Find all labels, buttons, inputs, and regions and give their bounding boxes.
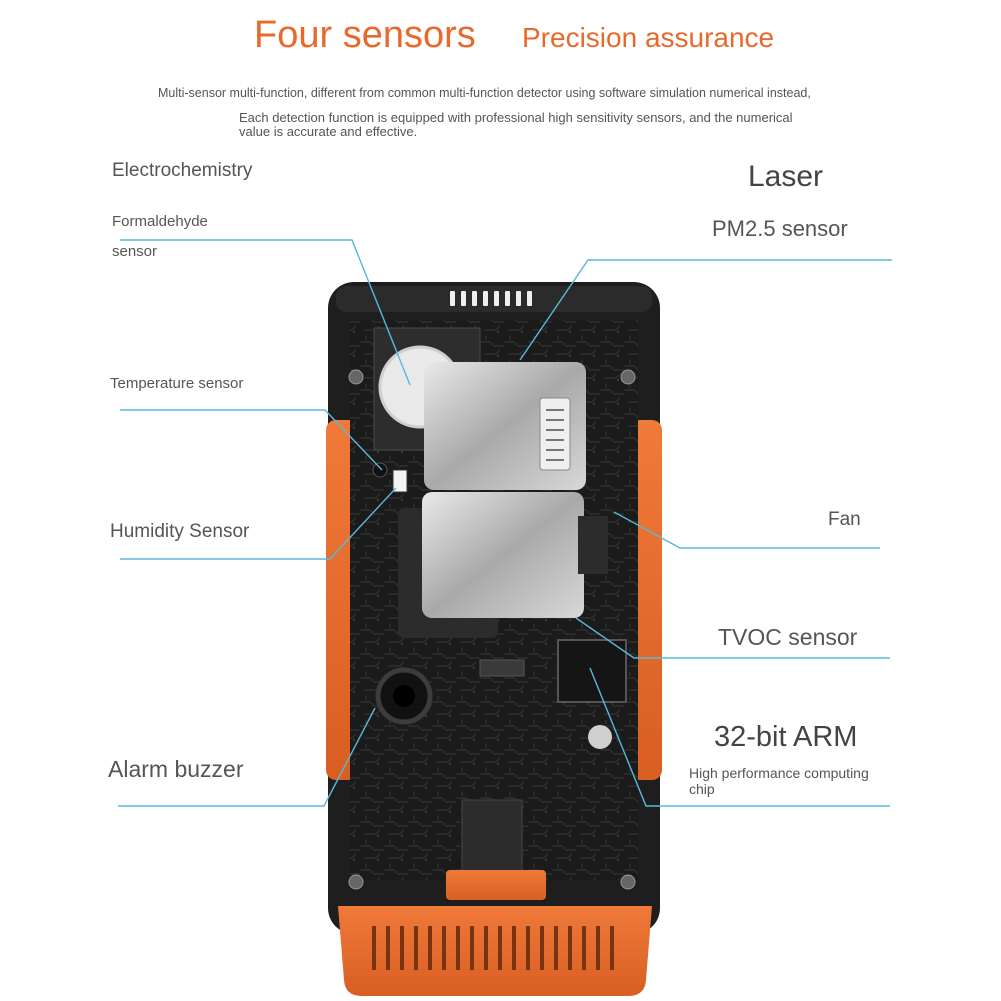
- label-temperature: Temperature sensor: [110, 375, 244, 392]
- top-vent: [450, 291, 532, 306]
- label-arm: 32-bit ARM: [714, 721, 858, 753]
- intro-text-line2: Each detection function is equipped with…: [239, 110, 793, 139]
- fan-module-cover: [422, 492, 584, 618]
- ribbon-connector: [479, 659, 525, 677]
- label-electrochemistry: Electrochemistry: [112, 160, 253, 181]
- leader-pm25: [519, 259, 892, 361]
- leader-lines: [118, 239, 892, 807]
- leader-fan: [613, 511, 880, 549]
- page-title: Four sensors: [254, 14, 476, 56]
- label-arm-desc-2: chip: [689, 781, 715, 797]
- leader-tvoc: [575, 617, 890, 659]
- leader-formaldehyde: [120, 239, 411, 386]
- base: [338, 906, 652, 996]
- arm-chip: [557, 639, 627, 703]
- tvoc-component: [588, 725, 612, 749]
- label-alarm: Alarm buzzer: [108, 756, 244, 782]
- label-fan: Fan: [828, 509, 861, 530]
- label-formaldehyde-sensor: sensor: [112, 243, 158, 260]
- label-pm25: PM2.5 sensor: [712, 216, 848, 241]
- intro-text-line1: Multi-sensor multi-function, different f…: [158, 86, 811, 100]
- label-laser: Laser: [748, 160, 824, 193]
- temperature-sensor-chip: [372, 462, 388, 478]
- base-top: [446, 870, 546, 900]
- leader-humidity: [120, 487, 397, 560]
- bottom-chip: [461, 799, 523, 875]
- label-humidity: Humidity Sensor: [110, 521, 250, 542]
- leader-temperature: [120, 409, 383, 471]
- screws: [348, 369, 636, 890]
- humidity-sensor-chip: [392, 469, 408, 493]
- label-arm-desc-1: High performance computing: [689, 765, 869, 781]
- page-subtitle: Precision assurance: [522, 22, 775, 53]
- leader-arm: [589, 667, 890, 807]
- label-formaldehyde: Formaldehyde: [112, 213, 208, 230]
- leader-alarm: [118, 707, 376, 807]
- label-tvoc: TVOC sensor: [718, 624, 858, 650]
- base-vent: [372, 926, 614, 970]
